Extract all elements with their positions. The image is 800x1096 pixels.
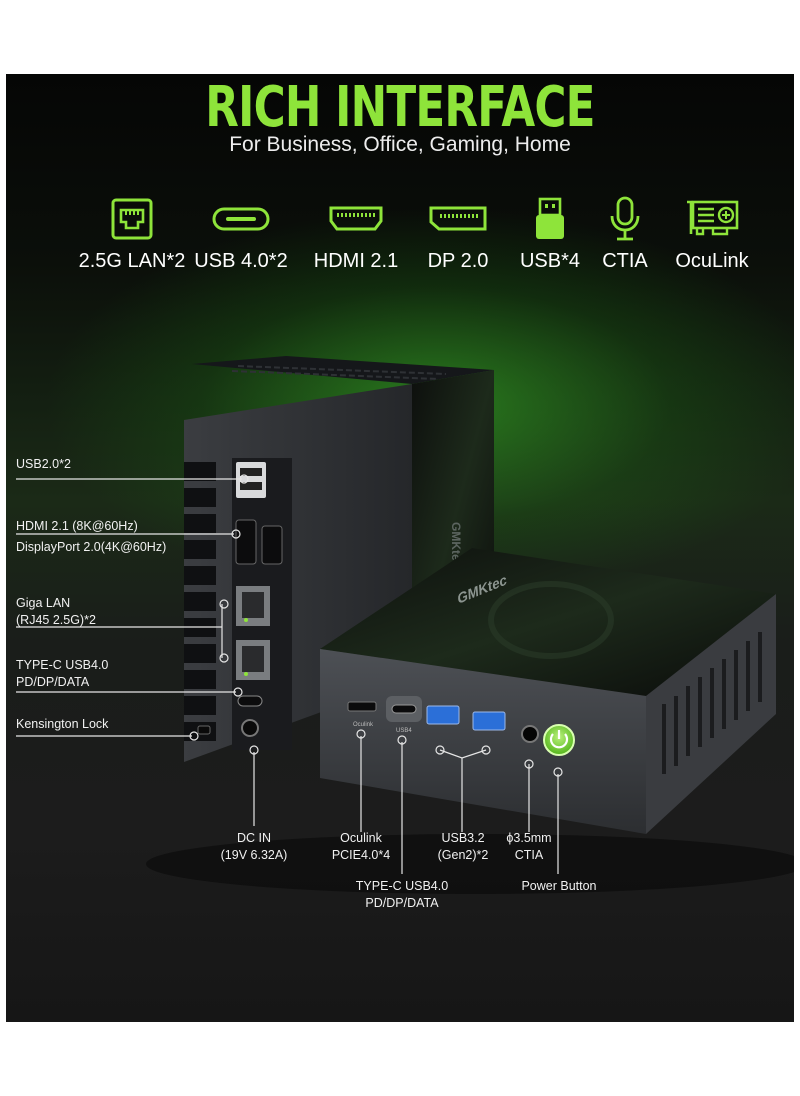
horizontal-unit-top — [320, 548, 776, 696]
callout-text: Giga LAN — [16, 596, 71, 610]
callout-text: PD/DP/DATA — [365, 896, 439, 910]
audio-jack — [521, 725, 539, 743]
callout-text: Oculink — [340, 831, 382, 845]
side-vent-slots — [184, 462, 216, 741]
callout-oculink: Oculink PCIE4.0*4 — [324, 830, 398, 864]
displayport-icon — [429, 206, 487, 231]
mini-pc-illustration: GMKtec — [16, 356, 794, 894]
port-label: USB*4 — [519, 250, 581, 272]
port-item-oculink: OcuLink — [662, 196, 762, 273]
usb32-port-1 — [426, 705, 460, 725]
callout-text: (19V 6.32A) — [220, 848, 288, 862]
hdmi-port — [235, 519, 257, 565]
port-label: 2.5G LAN*2 — [78, 250, 186, 272]
port-item-hdmi: HDMI 2.1 — [306, 196, 406, 273]
rear-typec-port — [237, 695, 263, 707]
port-label: CTIA — [602, 250, 648, 272]
callout-leaders — [16, 474, 563, 874]
callout-dc-in: DC IN (19V 6.32A) — [214, 830, 294, 864]
callout-text: DC IN — [236, 831, 272, 845]
front-usb4-port — [391, 704, 417, 714]
callout-usb2: USB2.0*2 — [16, 456, 71, 473]
product-banner: RICH INTERFACE For Business, Office, Gam… — [6, 74, 794, 1022]
port-item-lan: 2.5G LAN*2 — [52, 196, 212, 273]
side-brand-logo: GMKtec — [449, 522, 463, 568]
oculink-card-icon — [687, 200, 739, 236]
port-label: HDMI 2.1 — [313, 250, 399, 272]
microphone-icon — [610, 196, 640, 241]
usb-c-port-icon — [212, 207, 270, 231]
kensington-slot — [197, 725, 211, 735]
device-shadow — [146, 834, 794, 894]
callout-front-typec: TYPE-C USB4.0 PD/DP/DATA — [350, 878, 454, 912]
top-vent-grille — [231, 365, 447, 380]
side-vents — [662, 632, 762, 774]
callout-text: Power Button — [521, 879, 597, 893]
callout-text: PD/DP/DATA — [16, 675, 90, 689]
callout-usb32: USB3.2 (Gen2)*2 — [428, 830, 498, 864]
callout-text: USB2.0*2 — [16, 457, 71, 471]
callout-text: TYPE-C USB4.0 — [16, 658, 109, 672]
displayport-port — [261, 525, 283, 565]
callout-text: USB3.2 — [441, 831, 485, 845]
lan-port-icon — [111, 198, 153, 240]
callout-text: Kensington Lock — [16, 717, 109, 731]
port-label: OcuLink — [675, 250, 749, 272]
power-icon — [549, 733, 569, 749]
oculink-port-label: Oculink — [353, 722, 374, 728]
callout-text: CTIA — [514, 848, 544, 862]
vertical-unit-top — [192, 356, 494, 384]
port-item-ctia: CTIA — [590, 196, 660, 273]
callout-text: PCIE4.0*4 — [331, 848, 391, 862]
callout-hdmi-dp: HDMI 2.1 (8K@60Hz) DisplayPort 2.0(4K@60… — [16, 518, 166, 556]
hdmi-port-icon — [329, 206, 383, 231]
power-button[interactable] — [543, 724, 575, 756]
dc-in-jack — [241, 719, 259, 737]
port-label: USB 4.0*2 — [194, 250, 288, 272]
usb-a-port-icon — [536, 197, 564, 239]
port-item-dp: DP 2.0 — [414, 196, 502, 273]
callout-lan: Giga LAN (RJ45 2.5G)*2 — [16, 595, 96, 629]
callout-audio: ϕ3.5mm CTIA — [500, 830, 558, 864]
callout-text: TYPE-C USB4.0 — [355, 879, 449, 893]
banner-subtitle: For Business, Office, Gaming, Home — [229, 133, 571, 156]
callout-kensington: Kensington Lock — [16, 716, 108, 733]
port-item-usb-a: USB*4 — [506, 196, 594, 273]
banner-title: RICH INTERFACE — [205, 75, 595, 140]
callout-text: HDMI 2.1 (8K@60Hz) — [16, 519, 138, 533]
usb4-port-label: USB4 — [396, 728, 412, 734]
callout-text: (RJ45 2.5G)*2 — [16, 613, 96, 627]
callout-rear-typec: TYPE-C USB4.0 PD/DP/DATA — [16, 657, 108, 691]
usb32-port-2 — [472, 711, 506, 731]
callout-text: (Gen2)*2 — [437, 848, 489, 862]
port-item-usb4: USB 4.0*2 — [186, 196, 296, 273]
callout-text: DisplayPort 2.0(4K@60Hz) — [16, 540, 167, 554]
port-label: DP 2.0 — [427, 250, 489, 272]
callout-text: ϕ3.5mm — [506, 831, 552, 845]
callout-power: Power Button — [514, 878, 604, 895]
oculink-port — [347, 701, 377, 712]
